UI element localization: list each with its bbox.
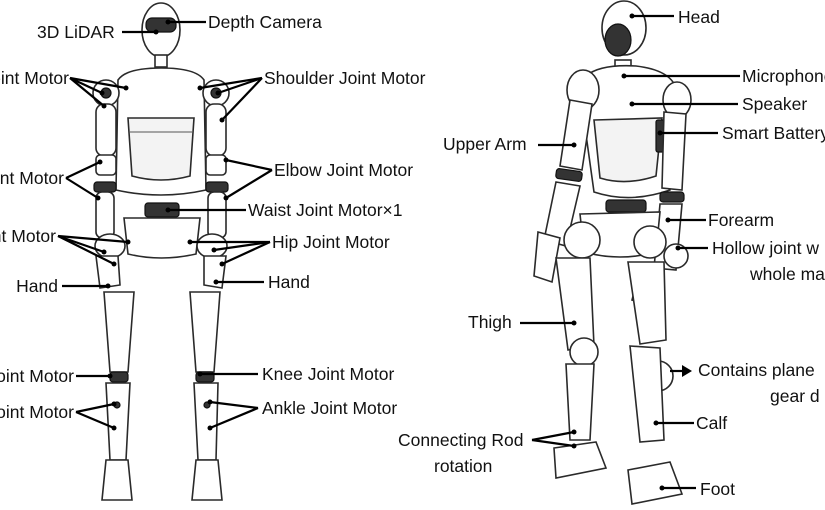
- side-battery-callout: Smart Battery: [657, 123, 825, 143]
- front-hand-left-callout: Hand: [16, 276, 111, 296]
- front-knee-left-callout: Knee Joint Motor: [0, 366, 113, 386]
- front-shoulder-right-callout: Shoulder Joint Motor: [197, 68, 426, 123]
- side-upper-arm-callout: Upper Arm: [443, 134, 577, 154]
- elbow-right-label: Elbow Joint Motor: [274, 160, 413, 180]
- waist-label: Waist Joint Motor×1: [248, 200, 402, 220]
- foot-label: Foot: [700, 479, 735, 499]
- smart-battery-label: Smart Battery: [722, 123, 825, 143]
- front-hand-right-callout: Hand: [213, 272, 310, 292]
- elbow-left-label: Elbow Joint Motor: [0, 168, 64, 188]
- front-robot-illustration: [92, 2, 230, 501]
- lidar-label: 3D LiDAR: [37, 22, 115, 42]
- front-hip-right-callout: Hip Joint Motor: [187, 232, 390, 267]
- front-ankle-left-callout: Ankle Joint Motor: [0, 401, 117, 431]
- side-microphone-callout: Microphone: [621, 66, 825, 86]
- depth-camera-label: Depth Camera: [208, 12, 322, 32]
- ankle-right-label: Ankle Joint Motor: [262, 398, 397, 418]
- side-connecting-rod-callout: Connecting Rod rotation: [398, 429, 577, 476]
- head-label: Head: [678, 7, 720, 27]
- ankle-left-label: Ankle Joint Motor: [0, 402, 74, 422]
- hip-left-label: Hip Joint Motor: [0, 226, 56, 246]
- side-thigh-callout: Thigh: [468, 312, 577, 332]
- side-forearm-callout: Forearm: [665, 210, 774, 230]
- side-calf-callout: Calf: [653, 413, 727, 433]
- hand-right-label: Hand: [268, 272, 310, 292]
- side-hollow-joint-callout: Hollow joint w whole ma: [675, 238, 825, 284]
- microphone-label: Microphone: [742, 66, 825, 86]
- planetary-label-line2: gear d: [770, 386, 820, 406]
- side-head-callout: Head: [629, 7, 720, 27]
- speaker-label: Speaker: [742, 94, 807, 114]
- side-foot-callout: Foot: [659, 479, 735, 499]
- side-planetary-callout: Contains plane gear d: [670, 360, 820, 406]
- side-speaker-callout: Speaker: [629, 94, 807, 114]
- front-ankle-right-callout: Ankle Joint Motor: [207, 398, 397, 431]
- calf-label: Calf: [696, 413, 727, 433]
- shoulder-left-label: Shoulder Joint Motor: [0, 68, 69, 88]
- upper-arm-label: Upper Arm: [443, 134, 527, 154]
- front-elbow-left-callout: Elbow Joint Motor: [0, 159, 103, 201]
- front-depth-camera-callout: Depth Camera: [165, 12, 322, 32]
- front-hip-left-callout: Hip Joint Motor: [0, 226, 131, 267]
- front-knee-right-callout: Knee Joint Motor: [197, 364, 394, 384]
- hollow-joint-label-line2: whole ma: [749, 264, 825, 284]
- shoulder-right-label: Shoulder Joint Motor: [264, 68, 426, 88]
- connecting-rod-label-line1: Connecting Rod: [398, 430, 524, 450]
- thigh-label: Thigh: [468, 312, 512, 332]
- knee-right-label: Knee Joint Motor: [262, 364, 394, 384]
- forearm-label: Forearm: [708, 210, 774, 230]
- planetary-label-line1: Contains plane: [698, 360, 815, 380]
- front-elbow-right-callout: Elbow Joint Motor: [223, 157, 413, 201]
- hip-right-label: Hip Joint Motor: [272, 232, 390, 252]
- connecting-rod-label-line2: rotation: [434, 456, 492, 476]
- knee-left-label: Knee Joint Motor: [0, 366, 74, 386]
- hand-left-label: Hand: [16, 276, 58, 296]
- front-lidar-callout: 3D LiDAR: [37, 22, 159, 42]
- front-shoulder-left-callout: Shoulder Joint Motor: [0, 68, 129, 109]
- hollow-joint-label-line1: Hollow joint w: [712, 238, 819, 258]
- front-waist-callout: Waist Joint Motor×1: [165, 200, 402, 220]
